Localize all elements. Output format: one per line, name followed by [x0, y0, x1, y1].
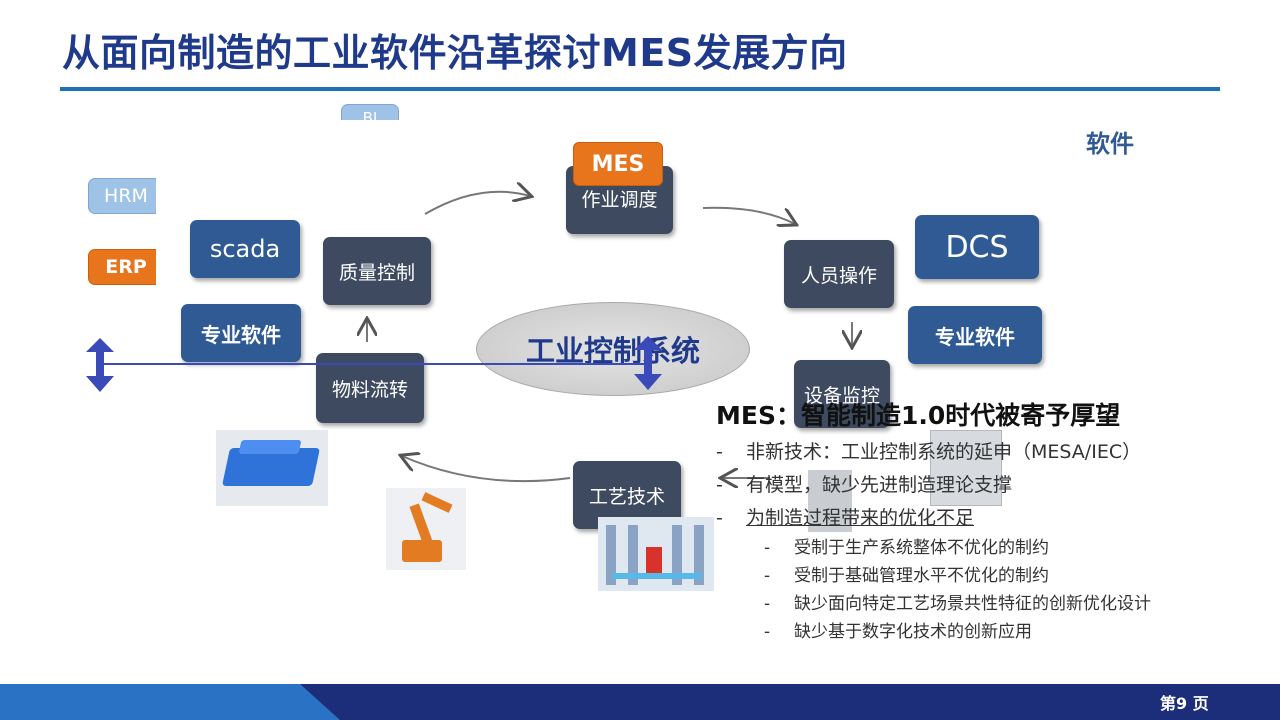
pro-software-left-box: 专业软件 [181, 304, 301, 362]
sub-point-4-dash: - [764, 622, 771, 642]
quality-label: 质量控制 [338, 261, 415, 284]
point-2-text: 有模型，缺少先进制造理论支撑 [746, 474, 1013, 496]
pro-software-right-label: 专业软件 [935, 324, 1015, 349]
sub-point-2: - 受制于基础管理水平不优化的制约 [764, 561, 1049, 586]
robot-arm-image [386, 488, 466, 570]
sub-point-3-text: 缺少面向特定工艺场景共性特征的创新优化设计 [794, 594, 1151, 614]
equipment-label: 设备监控 [803, 384, 880, 407]
sub-point-2-text: 受制于基础管理水平不优化的制约 [794, 566, 1049, 586]
erp-box: ERP [88, 249, 164, 285]
left-double-arrow-icon [86, 338, 114, 392]
hrm-label: HRM [104, 185, 148, 207]
mes-heading: MES：智能制造1.0时代被寄予厚望 [716, 401, 1121, 430]
mes-badge-label: MES [591, 151, 645, 177]
erp-label: ERP [105, 256, 147, 278]
equipment-box: 设备监控 [794, 360, 890, 428]
point-2: - 有模型，缺少先进制造理论支撑 [716, 470, 1012, 497]
scada-box: scada [190, 220, 300, 278]
slide-title: 从面向制造的工业软件沿革探讨MES发展方向 [62, 31, 848, 75]
equipment-image [808, 470, 852, 532]
point-3-text: 为制造过程带来的优化不足 [746, 507, 975, 529]
center-double-arrow-icon [634, 336, 662, 390]
point-1: - 非新技术：工业控制系统的延申（MESA/IEC） [716, 437, 1141, 464]
arrow-dispatch-to-personnel [702, 206, 795, 224]
mes-badge: MES [573, 142, 663, 186]
dispatch-label: 作业调度 [581, 189, 658, 211]
hrm-box: HRM [88, 178, 164, 214]
process-label: 工艺技术 [588, 485, 665, 508]
sub-point-2-dash: - [764, 566, 771, 586]
footer-accent [0, 684, 340, 720]
agv-image [216, 430, 328, 506]
point-1-text: 非新技术：工业控制系统的延申（MESA/IEC） [746, 441, 1142, 463]
dcs-box: DCS [915, 215, 1039, 279]
software-label: 软件 [1086, 130, 1134, 158]
personnel-label: 人员操作 [800, 264, 877, 287]
sub-point-3-dash: - [764, 594, 771, 614]
personnel-box: 人员操作 [784, 240, 894, 308]
quality-box: 质量控制 [323, 237, 431, 305]
arrow-process-to-material [402, 456, 571, 483]
pro-software-left-label: 专业软件 [201, 322, 281, 347]
dcs-label: DCS [945, 229, 1009, 265]
warehouse-image [598, 517, 714, 591]
machine-image [930, 430, 1002, 506]
pro-software-right-box: 专业软件 [908, 306, 1042, 364]
sub-point-4: - 缺少基于数字化技术的创新应用 [764, 617, 1032, 642]
point-2-dash: - [716, 474, 723, 496]
sub-point-1: - 受制于生产系统整体不优化的制约 [764, 533, 1049, 558]
point-1-dash: - [716, 441, 723, 463]
point-3: - 为制造过程带来的优化不足 [716, 503, 974, 530]
sub-point-3: - 缺少面向特定工艺场景共性特征的创新优化设计 [764, 589, 1151, 614]
point-3-dash: - [716, 507, 723, 529]
industrial-control-ellipse: 工业控制系统 [476, 302, 750, 396]
sub-point-1-text: 受制于生产系统整体不优化的制约 [794, 538, 1049, 558]
page-number: 第9 页 [1160, 694, 1209, 713]
title-underline [60, 87, 1220, 91]
arrow-quality-to-dispatch [424, 192, 530, 215]
industrial-control-label: 工业控制系统 [525, 334, 700, 368]
sub-point-1-dash: - [764, 538, 771, 558]
scada-label: scada [209, 235, 281, 263]
material-label: 物料流转 [331, 378, 408, 401]
sub-point-4-text: 缺少基于数字化技术的创新应用 [794, 622, 1032, 642]
